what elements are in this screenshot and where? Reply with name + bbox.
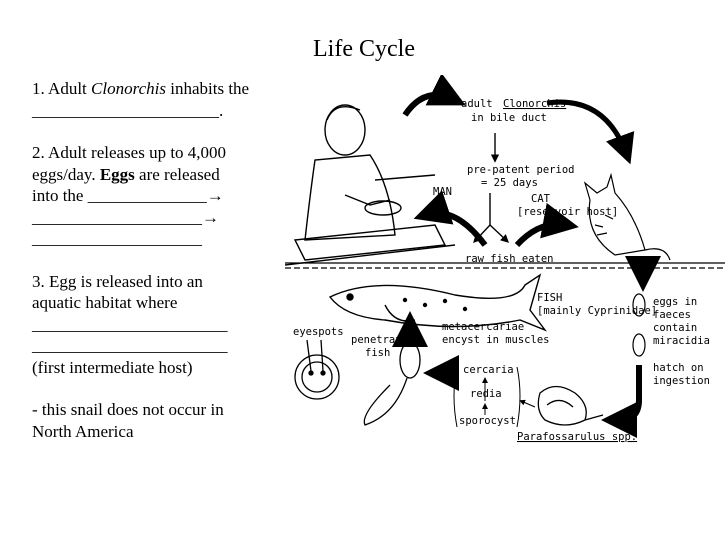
sporocyst-label: sporocyst	[459, 415, 516, 427]
eggs-label-4: miracidia	[653, 335, 710, 347]
eyespots-label: eyespots	[293, 326, 344, 338]
item-3-blank-1: _______________________	[32, 314, 228, 334]
eggs-bold: Eggs	[99, 164, 135, 184]
item-3-blank-2: _______________________	[32, 336, 228, 355]
hatch-label-2: ingestion	[653, 375, 710, 387]
bile-duct-label: in bile duct	[471, 112, 547, 124]
item-2-line-5: ____________________	[32, 229, 202, 248]
cat-label: CAT	[531, 193, 551, 205]
eggs-label-1: eggs in	[653, 296, 697, 308]
eggs-label-3: contain	[653, 322, 697, 334]
fish-illustration	[328, 273, 548, 332]
prepatent-days-label: = 25 days	[481, 177, 538, 189]
reservoir-label: [reservoir host]	[517, 206, 618, 218]
penetrate-label-2: fish	[365, 347, 390, 359]
hatch-label-1: hatch on	[653, 362, 704, 374]
cat-illustration	[583, 172, 671, 261]
note-line-1: - this snail does not occur in	[32, 400, 224, 419]
cyprinidae-label: [mainly Cyprinidae]	[537, 305, 657, 317]
fish-label: FISH	[537, 292, 562, 304]
genus-name: Clonorchis	[91, 79, 166, 98]
page-title: Life Cycle	[313, 36, 415, 62]
arrow-icon: →	[202, 207, 219, 227]
cycle-arrows	[402, 73, 635, 248]
item-3-line-2: aquatic habitat where	[32, 293, 178, 312]
egg-illustrations	[632, 293, 646, 357]
penetrate-label-1: penetrate	[351, 334, 408, 346]
metacercariae-label: metacercariae	[442, 321, 524, 333]
redia-label: redia	[470, 388, 502, 400]
item-2-line-4: ____________________→	[32, 207, 219, 227]
right-arrows	[601, 256, 661, 438]
question-text: 1. Adult Clonorchis inhabits the _______…	[32, 78, 282, 442]
item-1-blank: ______________________.	[32, 100, 224, 120]
item-3-line-1: 3. Egg is released into an	[32, 271, 203, 291]
snail-illustration	[537, 385, 604, 426]
eggs-label-2: faeces	[653, 309, 691, 321]
snail-label: Parafossarulus spp.	[517, 431, 637, 443]
item-2-line-2: eggs/day. Eggs are released	[32, 164, 220, 184]
adult-prefix-label: adult	[461, 98, 493, 110]
item-2-line-3: into the ______________→	[32, 186, 224, 205]
item-3-note: (first intermediate host)	[32, 357, 193, 377]
eyespots-illustration	[294, 339, 340, 400]
item-2-line-1: 2. Adult releases up to 4,000	[32, 143, 227, 162]
raw-fish-label: raw fish eaten	[465, 253, 554, 265]
man-illustration	[284, 104, 456, 266]
man-label: MAN	[433, 186, 452, 198]
cercaria-label: cercaria	[463, 364, 514, 376]
arrow-icon: →	[206, 186, 224, 205]
life-cycle-svg: adult Clonorchis in bile duct pre-patent…	[284, 73, 725, 443]
note-line-2: North America	[32, 421, 134, 441]
life-cycle-diagram: adult Clonorchis in bile duct pre-patent…	[284, 73, 725, 465]
encyst-label: encyst in muscles	[442, 334, 549, 346]
prepatent-label: pre-patent period	[467, 164, 574, 176]
item-1: 1. Adult Clonorchis inhabits the	[32, 79, 250, 98]
